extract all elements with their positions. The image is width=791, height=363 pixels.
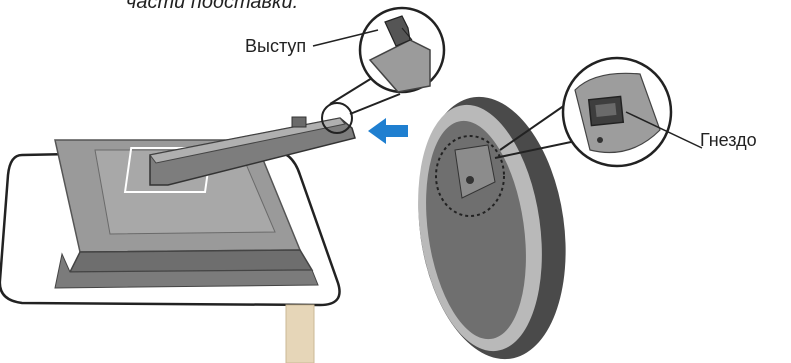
slot-label: Гнездо [700,130,757,151]
arrow-left-icon [368,118,408,144]
stand-base [402,87,581,363]
tab-magnifier [330,8,444,114]
tab-label: Выступ [245,36,306,57]
